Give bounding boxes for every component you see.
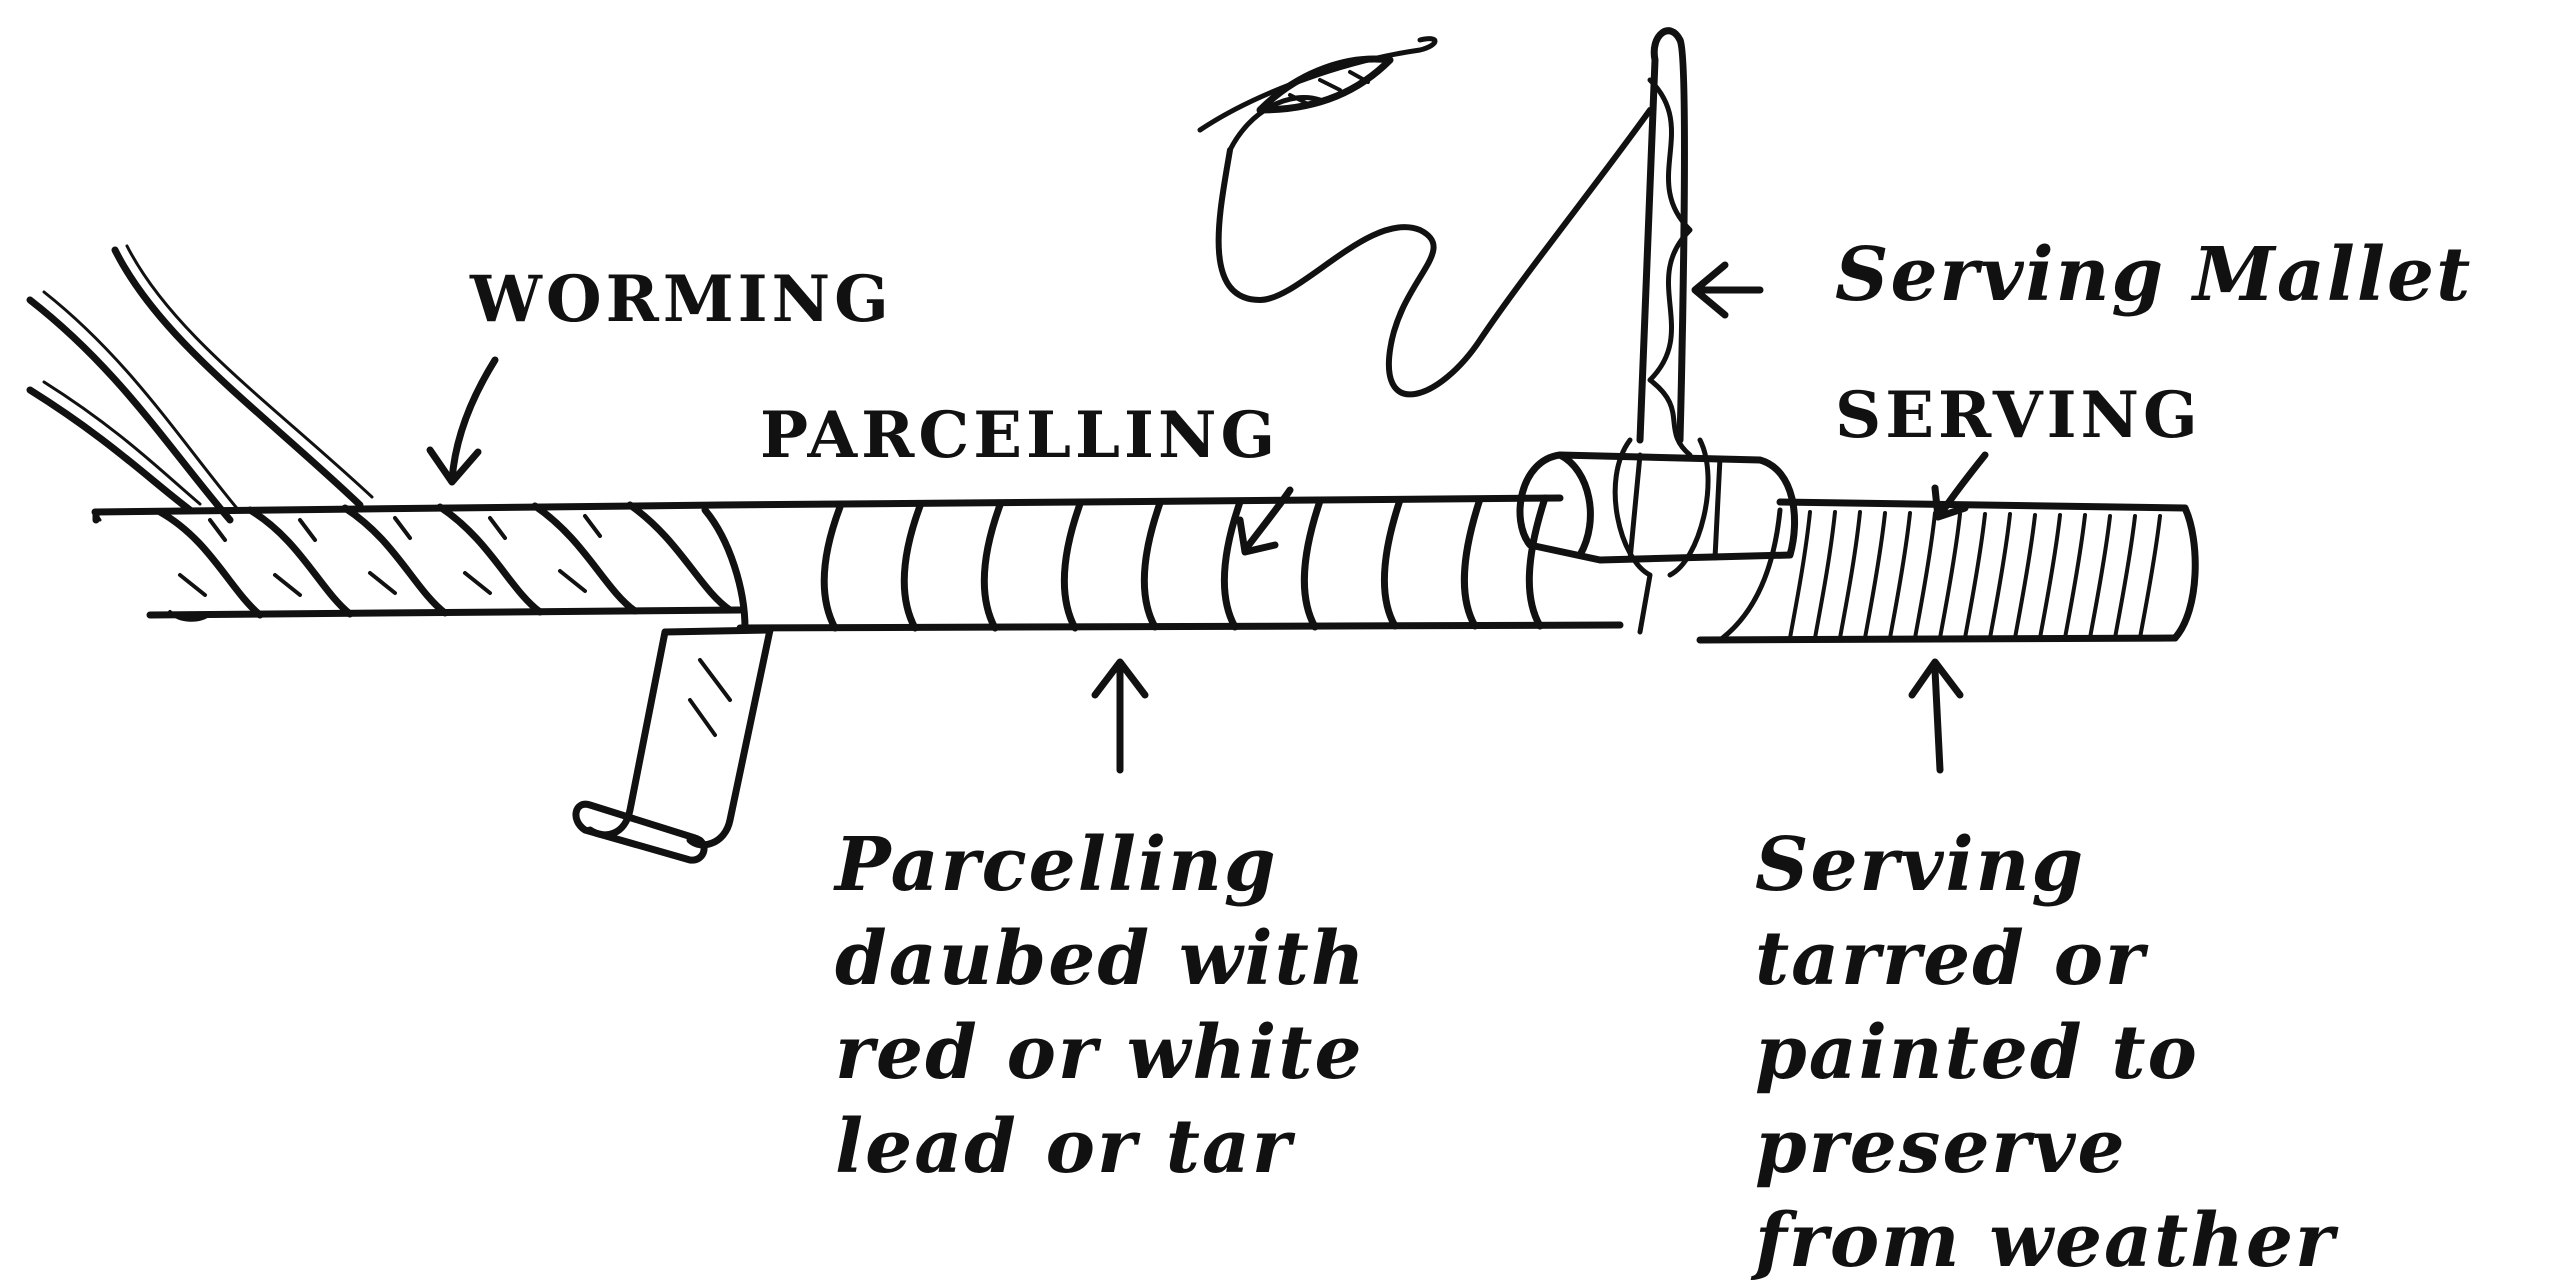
label-parcelling: PARCELLING xyxy=(760,398,1280,473)
arrow-parcelling xyxy=(1236,486,1294,556)
note-parcelling-line: Parcelling xyxy=(835,822,1278,908)
serving-mallet xyxy=(1516,27,1798,635)
arrow-serving xyxy=(1931,451,1989,521)
parcelling-wrap xyxy=(701,494,1624,632)
note-serving-line: Serving xyxy=(1755,822,2086,908)
note-parcelling-line: red or white xyxy=(835,1010,1364,1096)
label-worming: WORMING xyxy=(470,262,893,337)
note-parcelling: Parcelling daubed with red or white lead… xyxy=(835,818,1367,1194)
label-serving-mallet: Serving Mallet xyxy=(1835,232,2473,318)
label-serving: SERVING xyxy=(1835,378,2202,453)
serving-turns xyxy=(1696,498,2199,644)
note-serving-line: painted to xyxy=(1755,1010,2199,1096)
wormed-rope xyxy=(91,501,744,622)
note-serving-line: preserve xyxy=(1755,1104,2127,1190)
arrow-parcelling-note xyxy=(1091,658,1149,774)
arrow-serving-note xyxy=(1908,658,1964,774)
arrow-worming xyxy=(426,356,499,486)
note-serving-line: from weather xyxy=(1755,1198,2337,1284)
note-parcelling-line: lead or tar xyxy=(835,1104,1293,1190)
note-parcelling-line: daubed with xyxy=(835,916,1367,1002)
arrow-serving-mallet xyxy=(1691,261,1764,319)
note-serving-line: tarred or xyxy=(1755,916,2147,1002)
note-serving: Serving tarred or painted to preserve fr… xyxy=(1755,818,2336,1288)
parcelling-strip xyxy=(572,626,774,864)
marline-line xyxy=(1197,36,1653,398)
worming-strands xyxy=(26,244,374,524)
